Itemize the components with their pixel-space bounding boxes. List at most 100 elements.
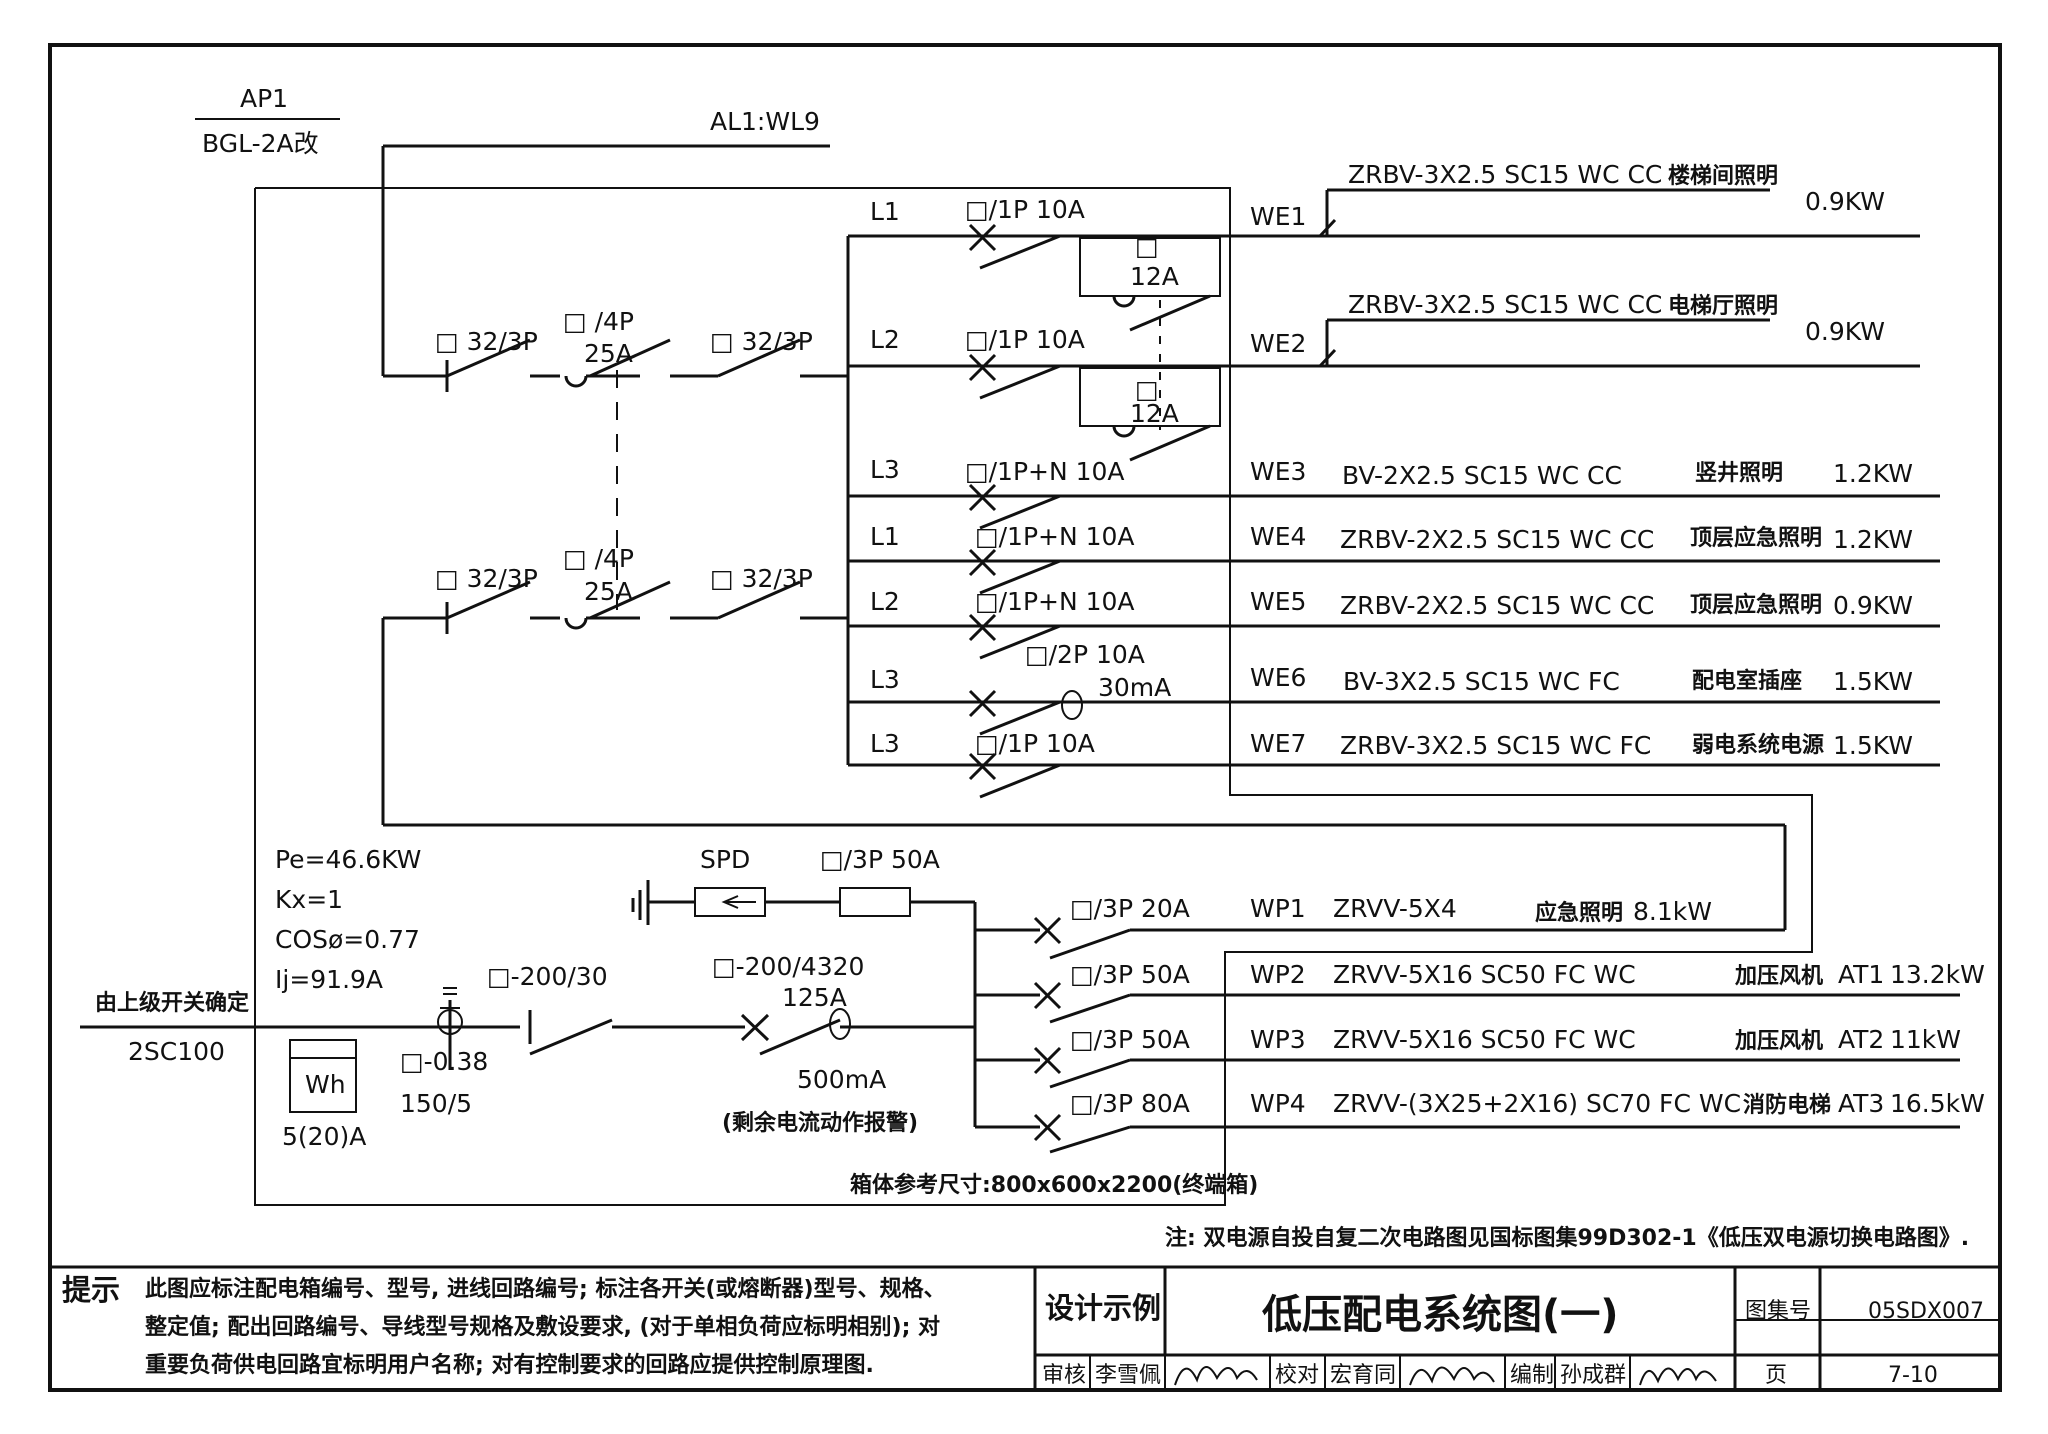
circuit-use: 消防电梯	[1743, 1092, 1831, 1118]
circuit-phase: L1	[870, 522, 900, 551]
circuit-breaker: □/1P+N 10A	[975, 522, 1135, 551]
main-breaker: □-200/4320	[712, 952, 864, 981]
circuit-phase: L2	[870, 587, 900, 616]
title-block-grid	[50, 1265, 2000, 1390]
kx-value: Kx=1	[275, 885, 343, 914]
circuit-cable: ZRVV-5X4	[1333, 894, 1457, 923]
rcd-note: (剩余电流动作报警)	[722, 1110, 918, 1136]
circuit-breaker: □/1P 10A	[975, 729, 1095, 758]
box-size: 箱体参考尺寸:800x600x2200(终端箱)	[850, 1172, 1258, 1198]
circuit-cable: ZRVV-(3X25+2X16) SC70 FC WC	[1333, 1089, 1741, 1118]
circuit-breaker: □/2P 10A	[1025, 640, 1145, 669]
atlas-label: 图集号	[1745, 1299, 1811, 1324]
circuit-use: 顶层应急照明	[1690, 525, 1822, 551]
circuit-phase: L1	[870, 197, 900, 226]
ats-switch-f: □ 32/3P	[710, 564, 813, 593]
circuit-breaker: □/1P 10A	[965, 195, 1085, 224]
ats-switch-b-rating: 25A	[584, 339, 633, 368]
check-label: 校对	[1275, 1363, 1319, 1388]
checker-name: 宏育同	[1330, 1363, 1396, 1388]
circuit-breaker: □/1P+N 10A	[965, 457, 1125, 486]
circuit-cable: ZRBV-3X2.5 SC15 WC CC	[1348, 160, 1662, 189]
ct-ratio: 150/5	[400, 1089, 472, 1118]
power-circuit-2: □/3P 50A WP2 ZRVV-5X16 SC50 FC WC 加压风机 A…	[1070, 960, 1985, 989]
reviewer-name: 李雪佩	[1095, 1363, 1161, 1388]
main-breaker-rating: 125A	[782, 983, 847, 1012]
circuit-id: WE5	[1250, 587, 1306, 616]
circuit-breaker: □/3P 20A	[1070, 894, 1190, 923]
circuit-id: WE2	[1250, 329, 1306, 358]
power-circuit-3: □/3P 50A WP3 ZRVV-5X16 SC50 FC WC 加压风机 A…	[1070, 1025, 1961, 1054]
lighting-circuit-4: L1 □/1P+N 10A WE4 ZRBV-2X2.5 SC15 WC CC …	[870, 522, 1913, 554]
circuit-use: 竖井照明	[1695, 461, 1783, 486]
lighting-circuit-5: L2 □/1P+N 10A WE5 ZRBV-2X2.5 SC15 WC CC …	[870, 587, 1913, 620]
timer-box-1-rating: 12A	[1130, 262, 1179, 291]
circuit-load: 1.2KW	[1833, 525, 1913, 554]
circuit-cable: BV-2X2.5 SC15 WC CC	[1342, 461, 1622, 490]
power-circuit-1: □/3P 20A WP1 ZRVV-5X4 应急照明 8.1kW	[1070, 894, 1712, 926]
lighting-circuit-wiring	[848, 188, 1940, 799]
drawing-frame	[48, 43, 2002, 1392]
circuit-id: WE7	[1250, 729, 1306, 758]
circuit-load: 0.9KW	[1805, 317, 1885, 346]
switch-blade	[717, 338, 801, 378]
circuit-load: 11kW	[1890, 1025, 1961, 1054]
circuit-use: 加压风机	[1734, 1029, 1823, 1054]
circuit-load: 13.2kW	[1890, 960, 1985, 989]
timer-box-1: □	[1135, 232, 1159, 261]
breaker-arc	[564, 617, 588, 630]
circuit-use: 顶层应急照明	[1690, 592, 1822, 618]
circuit-cable: ZRBV-2X2.5 SC15 WC CC	[1340, 591, 1654, 620]
circuit-breaker: □/1P+N 10A	[975, 587, 1135, 616]
circuit-phase: L3	[870, 729, 900, 758]
circuit-cable: ZRVV-5X16 SC50 FC WC	[1333, 960, 1636, 989]
drawer-name: 孙成群	[1560, 1363, 1626, 1388]
circuit-phase: L3	[870, 665, 900, 694]
ats-switch-c: □ 32/3P	[710, 327, 813, 356]
tip-line-1: 此图应标注配电箱编号、型号, 进线回路编号; 标注各开关(或熔断器)型号、规格、	[145, 1276, 946, 1302]
circuit-id: WP1	[1250, 894, 1306, 923]
circuit-id: WE1	[1250, 202, 1306, 231]
timer-box-2-rating: 12A	[1130, 399, 1179, 428]
timer-box-2: □	[1135, 375, 1159, 404]
circuit-breaker: □/3P 80A	[1070, 1089, 1190, 1118]
spd-label: SPD	[700, 845, 750, 874]
circuit-id: WE4	[1250, 522, 1306, 551]
incoming-ref: AL1:WL9	[710, 107, 820, 136]
page-label: 页	[1765, 1363, 1787, 1388]
circuit-load: 1.2KW	[1833, 459, 1913, 488]
page-no: 7-10	[1888, 1363, 1938, 1388]
draw-label: 编制	[1510, 1363, 1554, 1388]
circuit-load: 0.9KW	[1833, 591, 1913, 620]
spd-fuse: □/3P 50A	[820, 845, 940, 874]
circuit-use: 应急照明	[1535, 900, 1623, 926]
switch-blade	[717, 580, 801, 620]
atlas-no: 05SDX007	[1868, 1299, 1984, 1324]
circuit-equip: AT2	[1838, 1025, 1884, 1054]
power-circuit-4: □/3P 80A WP4 ZRVV-(3X25+2X16) SC70 FC WC…	[1070, 1089, 1985, 1118]
reviewer-signature	[1174, 1366, 1258, 1386]
switch-blade	[446, 580, 531, 620]
ct-label: □-0.38	[400, 1047, 488, 1076]
main-switch: □-200/30	[487, 962, 608, 991]
lighting-circuit-7: L3 □/1P 10A WE7 ZRBV-3X2.5 SC15 WC FC 弱电…	[870, 729, 1913, 760]
circuit-use: 电梯厅照明	[1668, 293, 1778, 319]
switch-blade	[589, 580, 671, 620]
circuit-phase: L2	[870, 325, 900, 354]
circuit-use: 楼梯间照明	[1668, 163, 1778, 189]
circuit-id: WP3	[1250, 1025, 1306, 1054]
main-incoming-wiring	[80, 810, 1960, 1154]
circuit-cable: BV-3X2.5 SC15 WC FC	[1343, 667, 1620, 696]
lighting-circuit-2: L2 □/1P 10A WE2 ZRBV-3X2.5 SC15 WC CC 电梯…	[870, 290, 1885, 358]
circuit-load: 1.5KW	[1833, 731, 1913, 760]
drawer-signature	[1639, 1367, 1717, 1386]
tip-label: 提示	[62, 1273, 120, 1307]
circuit-equip: AT3	[1838, 1089, 1884, 1118]
ats-switch-b: □ /4P	[563, 307, 634, 336]
circuit-id: WE3	[1250, 457, 1306, 486]
circuit-breaker: □/3P 50A	[1070, 1025, 1190, 1054]
circuit-rcd: 30mA	[1098, 673, 1171, 702]
lighting-circuit-6: L3 □/2P 10A 30mA WE6 BV-3X2.5 SC15 WC FC…	[870, 640, 1913, 702]
